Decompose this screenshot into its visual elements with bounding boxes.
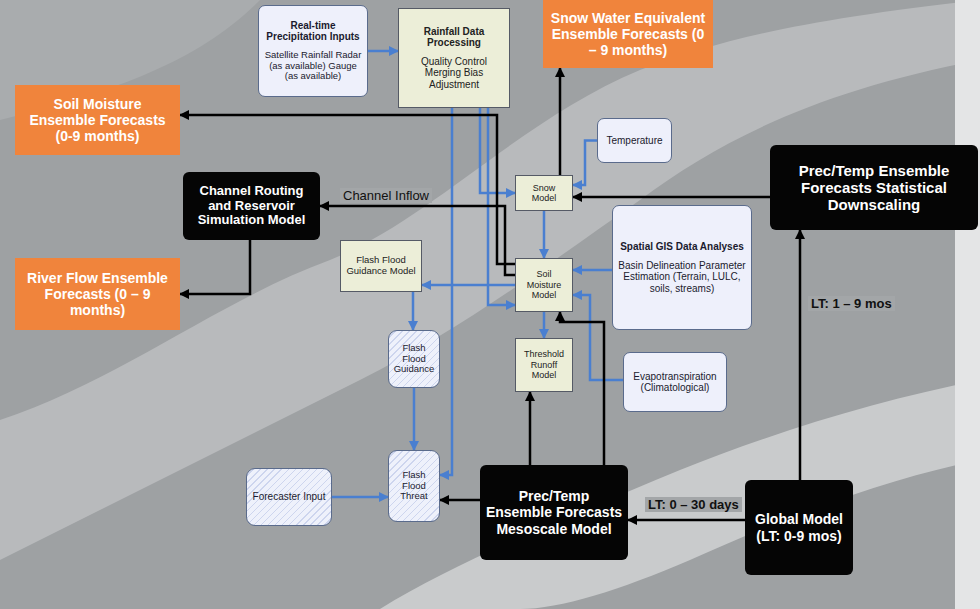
flow-arrow [180, 240, 250, 294]
flow-arrow [368, 50, 398, 53]
flow-arrow [799, 230, 802, 480]
node-title: Rainfall Data Processing [404, 26, 504, 49]
flow-arrow [332, 496, 388, 499]
model-box: Global Model (LT: 0-9 mos) [745, 480, 853, 575]
output-box: Soil Moisture Ensemble Forecasts (0-9 mo… [15, 85, 180, 155]
edge-label: Channel Inflow [340, 188, 432, 203]
node-title: Snow Model [521, 183, 567, 204]
node-title: River Flow Ensemble Forecasts (0 – 9 mon… [20, 270, 175, 318]
edge-label: LT: 1 – 9 mos [808, 296, 895, 311]
flow-arrow [413, 388, 416, 450]
process-box: Flash Flood Guidance Model [340, 240, 422, 292]
output-box: River Flow Ensemble Forecasts (0 – 9 mon… [15, 258, 180, 330]
input-box: Temperature [597, 118, 672, 163]
input-box: Real-time Precipitation InputsSatellite … [258, 5, 368, 97]
node-title: Prec/Temp Ensemble Forecasts Mesoscale M… [485, 488, 623, 536]
edge-label: LT: 0 – 30 days [645, 497, 742, 512]
flow-arrow [440, 499, 480, 502]
flow-arrow [543, 312, 546, 338]
node-body: Basin Delineation Parameter Estimation (… [618, 260, 746, 295]
input-box: Spatial GIS Data AnalysesBasin Delineati… [612, 205, 752, 330]
flow-arrow [422, 284, 515, 287]
model-box: Prec/Temp Ensemble Forecasts Mesoscale M… [480, 465, 628, 560]
flow-arrow [440, 108, 452, 475]
flow-arrow [543, 211, 546, 258]
flow-arrow [573, 196, 770, 199]
node-title: Flash Flood Guidance [394, 343, 435, 376]
output-box: Snow Water Equivalent Ensemble Forecasts… [543, 0, 713, 68]
process-box: Soil Moisture Model [515, 258, 573, 312]
process-box: Rainfall Data ProcessingQuality Control … [398, 8, 510, 108]
model-box: Prec/Temp Ensemble Forecasts Statistical… [770, 145, 978, 230]
product-box: Flash Flood Guidance [388, 330, 440, 388]
flow-arrow [628, 519, 745, 522]
node-body: Quality Control Merging Bias Adjustment [404, 56, 504, 91]
input-box: Forecaster Input [246, 468, 332, 526]
node-title: Soil Moisture Ensemble Forecasts (0-9 mo… [20, 96, 175, 144]
flow-arrow [573, 269, 612, 272]
node-title: Global Model (LT: 0-9 mos) [750, 511, 848, 543]
input-box: Evapotranspiration (Climatological) [623, 352, 727, 412]
node-title: Flash Flood Guidance Model [346, 255, 416, 277]
node-title: Prec/Temp Ensemble Forecasts Statistical… [775, 162, 973, 214]
node-title: Soil Moisture Model [521, 269, 567, 300]
node-title: Snow Water Equivalent Ensemble Forecasts… [548, 10, 708, 58]
node-title: Evapotranspiration (Climatological) [629, 371, 721, 394]
node-title: Real-time Precipitation Inputs [264, 20, 362, 43]
model-box: Channel Routing and Reservoir Simulation… [183, 172, 320, 240]
process-box: Threshold Runoff Model [515, 338, 573, 392]
flow-arrow [412, 292, 415, 330]
node-title: Threshold Runoff Model [521, 349, 567, 380]
node-body: Satellite Rainfall Radar (as available) … [264, 50, 362, 83]
node-title: Forecaster Input [253, 491, 326, 503]
flow-arrow [573, 141, 597, 186]
flow-arrow [529, 392, 532, 465]
node-title: Channel Routing and Reservoir Simulation… [188, 184, 315, 229]
flow-arrow [559, 68, 562, 175]
node-title: Spatial GIS Data Analyses [620, 241, 744, 253]
node-title: Temperature [606, 135, 662, 147]
process-box: Snow Model [515, 175, 573, 211]
product-box: Flash Flood Threat [388, 450, 440, 522]
node-title: Flash Flood Threat [394, 470, 434, 503]
